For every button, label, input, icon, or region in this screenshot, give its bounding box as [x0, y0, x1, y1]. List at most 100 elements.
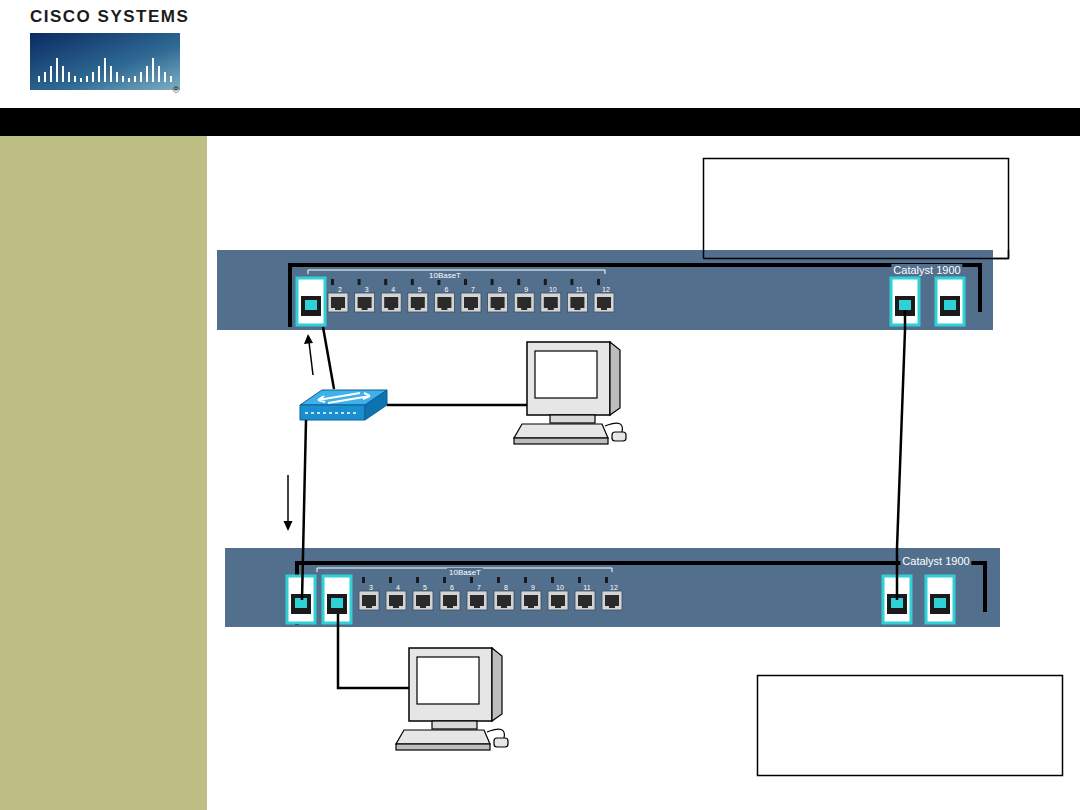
- uplink-cable: [897, 330, 905, 548]
- port-number: 11: [576, 286, 583, 293]
- note-box: [704, 159, 1009, 259]
- port-opening: [899, 300, 911, 310]
- port-socket: [488, 293, 508, 312]
- switch-chassis: [225, 548, 1000, 627]
- port-number: 9: [524, 286, 528, 293]
- logo-bar: [62, 66, 64, 82]
- port-socket: [930, 594, 950, 614]
- port-led: [443, 577, 446, 583]
- switch-chassis: [217, 250, 993, 330]
- port-number: 8: [504, 584, 508, 591]
- port-led: [517, 279, 520, 285]
- port-opening: [384, 297, 398, 310]
- port-socket: [575, 591, 595, 610]
- pc-mouse-cord: [605, 423, 622, 432]
- label-slot: 6: [450, 576, 454, 594]
- cable: [302, 420, 306, 600]
- pc-icon: [396, 648, 508, 750]
- port-opening: [464, 297, 478, 310]
- label-slot: 4: [396, 576, 400, 594]
- port-socket: [413, 591, 433, 610]
- port-opening: [331, 598, 343, 608]
- label-slot: 3: [365, 278, 369, 296]
- note-box-edge: [704, 258, 1009, 260]
- label-slot: 4: [391, 278, 395, 296]
- port-led: [362, 577, 365, 583]
- hub-arrows: [318, 393, 370, 403]
- port-opening: [524, 595, 538, 608]
- cable-stub: [904, 310, 907, 330]
- port-number: 4: [396, 584, 400, 591]
- pc-monitor-side: [610, 342, 620, 415]
- port-opening: [470, 595, 484, 608]
- port-socket: [434, 293, 454, 312]
- logo-bar: [170, 76, 172, 82]
- cable-stub: [896, 548, 899, 600]
- label-slot: 12: [610, 576, 618, 594]
- port-socket: [467, 591, 487, 610]
- logo-bar: [152, 58, 154, 82]
- port-led: [464, 279, 467, 285]
- label-slot: 11: [583, 576, 590, 594]
- cable: [338, 614, 415, 688]
- port-socket: [440, 591, 460, 610]
- label-slot: CISCO SYSTEMS: [30, 8, 189, 27]
- logo-bar: [68, 72, 70, 82]
- note-box-edge: [1008, 250, 1010, 259]
- port-led: [331, 279, 334, 285]
- port-socket: [328, 293, 348, 312]
- port-led: [524, 577, 527, 583]
- port-led: [384, 279, 387, 285]
- logo-bar: [56, 58, 58, 82]
- port-opening: [362, 595, 376, 608]
- port-opening: [411, 297, 425, 310]
- port-highlight: [297, 278, 325, 325]
- logo-bar: [122, 76, 124, 82]
- port-number: 8: [498, 286, 502, 293]
- cable: [387, 404, 527, 407]
- hub-front: [300, 405, 365, 420]
- pc-screen: [417, 657, 479, 704]
- port-opening: [358, 297, 372, 310]
- port-led: [578, 577, 581, 583]
- port-led: [389, 577, 392, 583]
- label-slot: 11: [576, 278, 583, 296]
- port-socket: [940, 296, 960, 316]
- label-slot: 9: [531, 576, 535, 594]
- port-socket: [359, 591, 379, 610]
- port-led: [411, 279, 414, 285]
- port-number: 6: [444, 286, 448, 293]
- logo-bar: [116, 72, 118, 82]
- port-highlight: [926, 576, 954, 623]
- logo-bar: [104, 58, 106, 82]
- port-number: 12: [610, 584, 618, 591]
- chassis-frame: [297, 563, 985, 625]
- port-opening: [491, 297, 505, 310]
- pc-monitor-side: [492, 648, 502, 721]
- logo-bar: [134, 76, 136, 82]
- port-number: 11: [583, 584, 590, 591]
- direction-arrow-head: [284, 521, 293, 531]
- port-socket: [521, 591, 541, 610]
- port-opening: [570, 297, 584, 310]
- model-name: Catalyst 1900: [891, 264, 962, 276]
- port-socket: [386, 591, 406, 610]
- direction-arrow: [309, 342, 313, 375]
- logo-bar: [128, 78, 130, 82]
- title-bar: [0, 108, 1080, 136]
- port-number: 4: [391, 286, 395, 293]
- label-slot: 8: [504, 576, 508, 594]
- logo-bar: [80, 78, 82, 82]
- logo-bar: [44, 72, 46, 82]
- port-number: 10: [556, 584, 564, 591]
- port-number: 5: [423, 584, 427, 591]
- port-opening: [416, 595, 430, 608]
- port-highlight: [936, 278, 964, 325]
- pc-screen: [535, 351, 597, 398]
- port-socket: [602, 591, 622, 610]
- port-opening: [605, 595, 619, 608]
- label-slot: ®: [173, 79, 180, 97]
- port-socket: [301, 296, 321, 316]
- pc-keyboard: [514, 424, 608, 438]
